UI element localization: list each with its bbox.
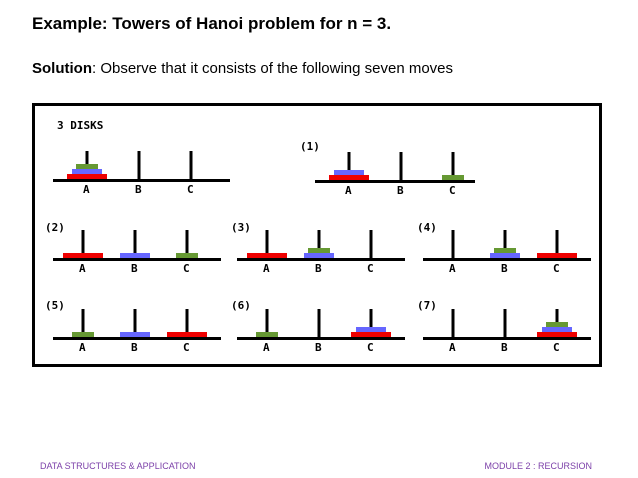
solution-label: Solution	[32, 60, 92, 77]
peg-label: B	[501, 341, 508, 354]
base-line	[423, 258, 591, 261]
peg-label: C	[367, 262, 374, 275]
peg-label: C	[553, 262, 560, 275]
peg-label: B	[397, 184, 404, 197]
base-line	[53, 179, 230, 182]
peg	[347, 152, 351, 180]
disk-medium	[490, 253, 520, 258]
disk-large	[247, 253, 287, 258]
footer-module: MODULE 2 : RECURSION	[484, 461, 592, 471]
state-label: (3)	[231, 221, 251, 234]
peg-label: A	[263, 341, 270, 354]
disk-large	[537, 253, 577, 258]
base-line	[237, 337, 405, 340]
peg-label: A	[79, 341, 86, 354]
peg	[503, 230, 507, 258]
disk-large	[67, 174, 107, 179]
base-line	[53, 337, 221, 340]
disk-medium	[72, 169, 102, 174]
peg-label: C	[449, 184, 456, 197]
disk-medium	[334, 170, 364, 175]
peg-label: A	[79, 262, 86, 275]
figure-heading: 3 DISKS	[57, 119, 103, 132]
peg	[185, 309, 189, 337]
state-label: (6)	[231, 299, 251, 312]
base-line	[315, 180, 475, 183]
peg	[189, 151, 193, 179]
peg-label: B	[315, 341, 322, 354]
disk-large	[537, 332, 577, 337]
peg	[451, 309, 455, 337]
peg-label: A	[449, 341, 456, 354]
peg	[555, 230, 559, 258]
disk-medium	[356, 327, 386, 332]
state-label: (7)	[417, 299, 437, 312]
peg	[317, 309, 321, 337]
peg	[369, 309, 373, 337]
disk-small	[494, 248, 516, 253]
peg	[81, 230, 85, 258]
disk-medium	[120, 253, 150, 258]
peg-label: A	[449, 262, 456, 275]
disk-large	[351, 332, 391, 337]
peg	[265, 230, 269, 258]
peg	[265, 309, 269, 337]
state-label: (5)	[45, 299, 65, 312]
disk-large	[63, 253, 103, 258]
hanoi-diagram: 3 DISKS A B C (1) A B C (2) A B C (3) A B C (4) A B C (5) A B C…	[45, 119, 591, 354]
peg	[369, 230, 373, 258]
peg-label: C	[183, 341, 190, 354]
disk-small	[176, 253, 198, 258]
peg-label: B	[501, 262, 508, 275]
base-line	[53, 258, 221, 261]
footer-course: DATA STRUCTURES & APPLICATION	[40, 461, 196, 471]
peg-label: C	[183, 262, 190, 275]
disk-small	[308, 248, 330, 253]
peg-label: B	[131, 341, 138, 354]
peg-label: B	[315, 262, 322, 275]
state-label: (1)	[300, 140, 320, 153]
peg-label: A	[345, 184, 352, 197]
peg-label: C	[553, 341, 560, 354]
disk-large	[167, 332, 207, 337]
disk-small	[256, 332, 278, 337]
peg-label: B	[135, 183, 142, 196]
peg-label: A	[263, 262, 270, 275]
disk-small	[76, 164, 98, 169]
disk-small	[442, 175, 464, 180]
peg	[503, 309, 507, 337]
slide-title: Example: Towers of Hanoi problem for n =…	[32, 14, 392, 33]
peg-label: B	[131, 262, 138, 275]
peg-label: C	[187, 183, 194, 196]
peg-label: C	[367, 341, 374, 354]
peg	[137, 151, 141, 179]
disk-medium	[542, 327, 572, 332]
peg	[451, 230, 455, 258]
disk-large	[329, 175, 369, 180]
state-label: (4)	[417, 221, 437, 234]
base-line	[237, 258, 405, 261]
disk-medium	[304, 253, 334, 258]
peg	[399, 152, 403, 180]
peg	[81, 309, 85, 337]
disk-small	[546, 322, 568, 327]
peg	[133, 230, 137, 258]
state-label: (2)	[45, 221, 65, 234]
solution-text: : Observe that it consists of the follow…	[92, 60, 454, 77]
peg-label: A	[83, 183, 90, 196]
disk-small	[72, 332, 94, 337]
peg	[451, 152, 455, 180]
disk-medium	[120, 332, 150, 337]
solution-line: Solution: Observe that it consists of th…	[32, 60, 453, 77]
peg	[133, 309, 137, 337]
peg	[185, 230, 189, 258]
base-line	[423, 337, 591, 340]
hanoi-figure: 3 DISKS A B C (1) A B C (2) A B C (3) A B C (4) A B C (5) A B C…	[32, 103, 602, 367]
peg	[317, 230, 321, 258]
